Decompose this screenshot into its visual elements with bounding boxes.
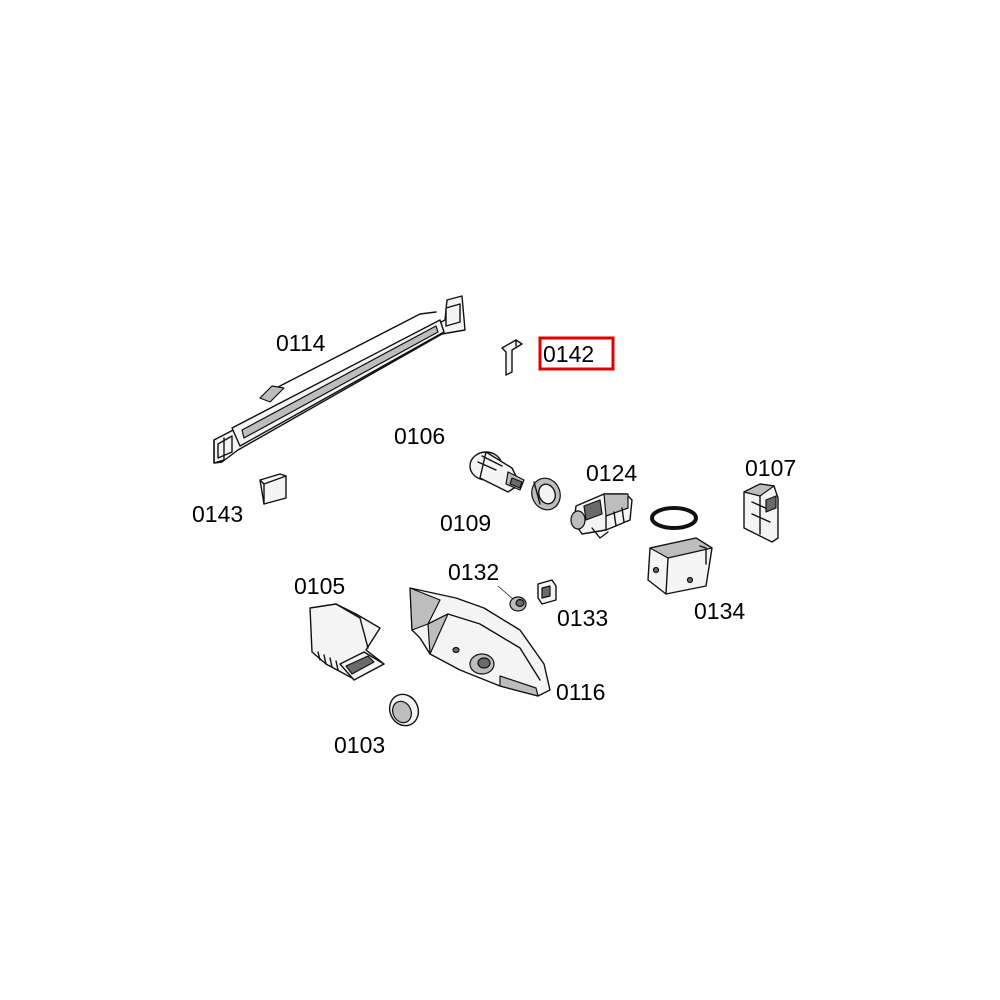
part-0107-drawing[interactable] [743, 483, 779, 543]
part-0134-drawing[interactable] [647, 506, 713, 595]
part-label-0133[interactable]: 0133 [557, 605, 608, 631]
part-0103-drawing[interactable] [385, 690, 424, 731]
part-label-0116[interactable]: 0116 [556, 679, 605, 705]
part-label-0143[interactable]: 0143 [192, 501, 243, 527]
part-0133-drawing[interactable] [537, 579, 557, 605]
part-0124-drawing[interactable] [570, 493, 633, 539]
part-label-0132[interactable]: 0132 [448, 559, 499, 585]
part-label-0103[interactable]: 0103 [334, 732, 385, 758]
part-0114-drawing[interactable] [213, 295, 466, 464]
part-0143-drawing[interactable] [259, 473, 287, 505]
part-label-0106[interactable]: 0106 [394, 423, 445, 449]
part-0116-drawing[interactable] [409, 587, 551, 697]
part-0109-drawing[interactable] [527, 474, 564, 514]
part-0132-drawing[interactable] [497, 585, 527, 612]
part-0106-drawing[interactable] [469, 451, 525, 493]
part-label-0114[interactable]: 0114 [276, 330, 326, 356]
part-label-0134[interactable]: 0134 [694, 598, 745, 624]
part-label-0124[interactable]: 0124 [586, 460, 637, 486]
part-label-0105[interactable]: 0105 [294, 573, 345, 599]
part-0142-drawing[interactable] [501, 339, 523, 376]
part-label-0142[interactable]: 0142 [543, 341, 594, 367]
part-0142-highlight-box [538, 336, 615, 371]
part-label-0109[interactable]: 0109 [440, 510, 491, 536]
part-label-0107[interactable]: 0107 [745, 455, 796, 481]
part-0105-drawing[interactable] [309, 603, 385, 681]
